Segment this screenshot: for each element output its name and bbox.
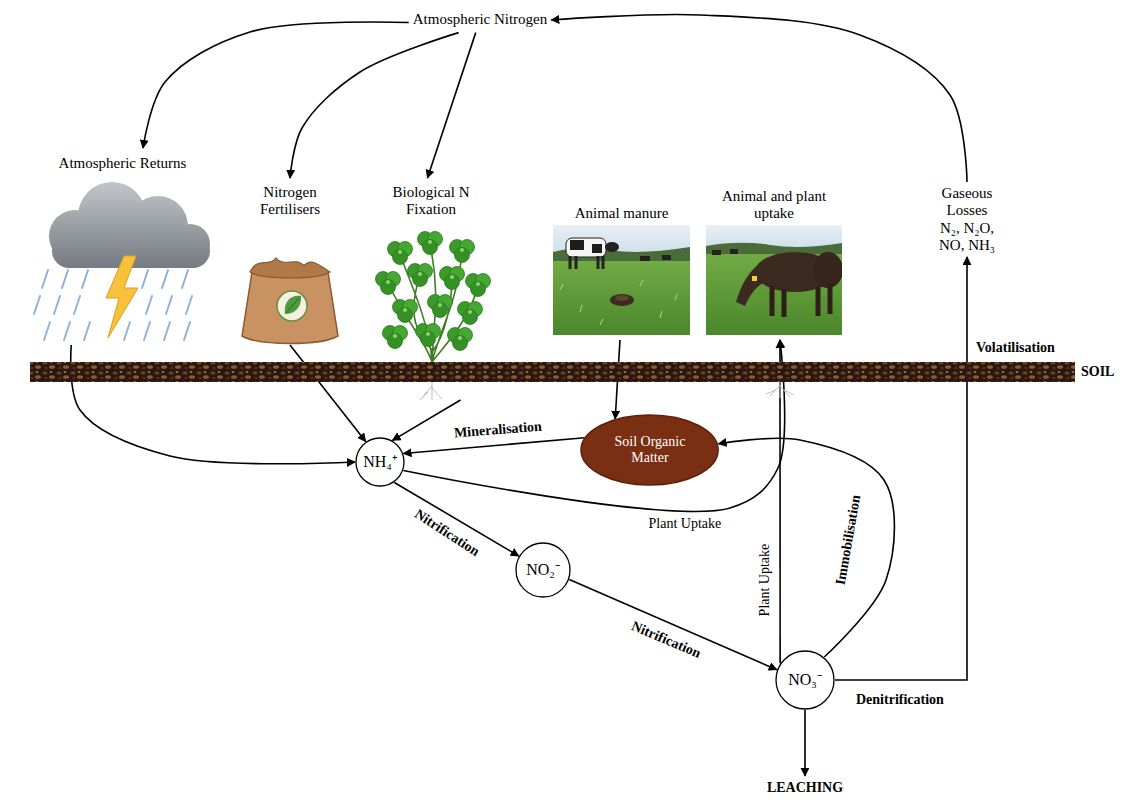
illustrated-source: Atmospheric Returns bbox=[20, 148, 225, 345]
clover-leaf-group bbox=[428, 295, 453, 318]
connector-arrow bbox=[569, 580, 776, 670]
clover-leaf-group bbox=[416, 324, 441, 347]
connector-arrow bbox=[290, 345, 366, 442]
photo-grass bbox=[553, 261, 690, 335]
node-text: N₂, N₂O, NO, NH₃ bbox=[932, 220, 1002, 255]
cow-head bbox=[605, 242, 619, 252]
edge-label: Nitrification bbox=[411, 506, 483, 561]
fertiliser-bag bbox=[242, 258, 338, 344]
ion-circle-shape bbox=[776, 651, 834, 709]
manure-photo bbox=[553, 225, 690, 335]
connector-arrow bbox=[804, 710, 806, 776]
annotation-label: SOIL bbox=[1080, 364, 1115, 380]
text-node: Gaseous LossesN₂, N₂O, NO, NH₃ bbox=[929, 182, 1005, 257]
bag-top bbox=[250, 258, 330, 278]
bag-badge bbox=[277, 291, 307, 321]
node-text: Animal and plant uptake bbox=[709, 188, 839, 223]
ear-tag bbox=[752, 276, 757, 281]
node-text: Soil Organic Matter bbox=[607, 434, 693, 466]
node-text: NH₄⁺ bbox=[363, 453, 397, 471]
cow-body bbox=[566, 238, 606, 257]
edge-label: Plant Uptake bbox=[648, 516, 723, 532]
edge-label: Denitrification bbox=[855, 692, 945, 708]
node-text: Biological N Fixation bbox=[383, 184, 479, 219]
ion-circle-shape bbox=[356, 438, 404, 486]
bag-leaf bbox=[285, 296, 301, 314]
photo-sky bbox=[553, 225, 690, 265]
lightning-bolt bbox=[106, 256, 138, 338]
distant-cows bbox=[712, 249, 738, 255]
grass-roots bbox=[766, 382, 794, 398]
plant-roots bbox=[420, 382, 442, 400]
connector-arrow bbox=[143, 22, 409, 148]
node-text: NO₃⁻ bbox=[788, 671, 822, 689]
clover-leaf-group bbox=[440, 267, 465, 290]
clover-leaf-group bbox=[376, 272, 401, 295]
ion-circle: NO₂⁻ bbox=[515, 542, 571, 598]
dung-pat bbox=[610, 294, 634, 306]
clover-plant bbox=[376, 232, 491, 363]
clover-leaf-group bbox=[388, 242, 413, 265]
node-text: NO₂⁻ bbox=[526, 561, 560, 579]
edge-label: Mineralisation bbox=[453, 418, 544, 441]
cow-patches bbox=[570, 240, 602, 253]
photo-sky bbox=[706, 225, 842, 257]
clover-leaf-group bbox=[418, 232, 443, 255]
ion-circle: NO₃⁻ bbox=[775, 650, 835, 710]
connector-arrow bbox=[290, 33, 459, 178]
soil-band bbox=[30, 362, 1075, 382]
annotation-label: Volatilisation bbox=[975, 340, 1056, 356]
node-text: LEACHING bbox=[767, 780, 843, 796]
text-node: LEACHING bbox=[763, 776, 847, 800]
node-text: Animal manure bbox=[553, 205, 690, 222]
cow-legs bbox=[772, 284, 830, 317]
clover-leaf-group bbox=[458, 302, 483, 325]
grazing-photo bbox=[706, 225, 842, 335]
illustrated-source: Nitrogen Fertilisers bbox=[240, 178, 340, 345]
illustrated-source: Biological N Fixation bbox=[372, 178, 490, 400]
distant-cows bbox=[640, 255, 671, 261]
edge-label: Plant Uptake bbox=[757, 543, 773, 618]
connector-arrow bbox=[427, 33, 475, 178]
dung-top bbox=[615, 295, 629, 301]
node-text: Atmospheric Returns bbox=[23, 155, 223, 172]
ion-circle: NH₄⁺ bbox=[355, 437, 405, 487]
connector-group bbox=[71, 15, 967, 776]
ion-circle-shape bbox=[516, 543, 570, 597]
cow-rump bbox=[813, 252, 842, 288]
edge-label: Nitrification bbox=[628, 618, 704, 662]
illustrated-source: Animal and plant uptake bbox=[706, 176, 842, 340]
clover-leaf-group bbox=[448, 328, 473, 351]
clover-leaf-group bbox=[383, 326, 408, 349]
text-node: Atmospheric Nitrogen bbox=[409, 7, 552, 32]
connector-arrow bbox=[835, 257, 967, 680]
node-text: Gaseous Losses bbox=[932, 185, 1002, 220]
illustrated-source: Animal manure bbox=[553, 198, 690, 340]
cow-legs bbox=[570, 256, 603, 269]
organic-matter-shape bbox=[581, 415, 718, 485]
clover-leaf-group bbox=[393, 300, 418, 323]
connector-arrow bbox=[393, 400, 461, 440]
clover-leaf-group bbox=[450, 240, 475, 263]
clover-leaf-group bbox=[466, 274, 491, 297]
connector-arrow bbox=[719, 438, 895, 657]
grass-blades bbox=[560, 280, 677, 325]
connector-arrow bbox=[403, 438, 584, 454]
node-text: Atmospheric Nitrogen bbox=[413, 11, 548, 28]
leaf-vein bbox=[286, 298, 299, 313]
edge-label: Immobilisation bbox=[832, 493, 864, 587]
cow-neck bbox=[736, 262, 771, 306]
connector-arrow bbox=[551, 15, 967, 182]
node-text: Nitrogen Fertilisers bbox=[250, 184, 330, 219]
rain-cloud bbox=[34, 182, 210, 340]
organic-matter-ellipse: Soil Organic Matter bbox=[580, 414, 719, 486]
clover-leaf-group bbox=[408, 264, 433, 287]
